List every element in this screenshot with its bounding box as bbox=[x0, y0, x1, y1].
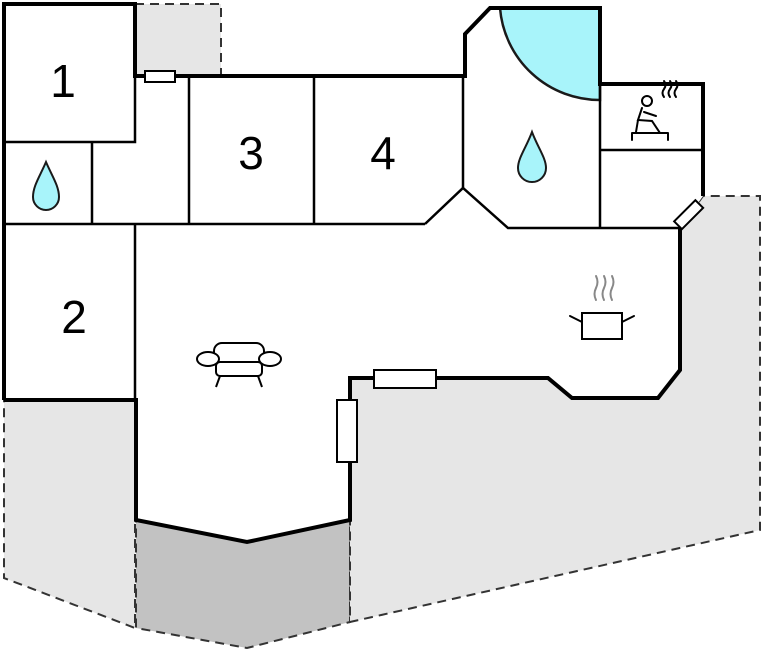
water-drop-icon bbox=[31, 159, 61, 211]
window-icon bbox=[672, 198, 705, 231]
room-label-2: 2 bbox=[61, 291, 87, 343]
room-label-4: 4 bbox=[370, 127, 396, 179]
sauna-water-area bbox=[498, 6, 602, 102]
interior-walls bbox=[4, 76, 703, 400]
exterior-walls bbox=[2, 2, 705, 545]
window-icon bbox=[373, 369, 437, 389]
terrace-bottom-left bbox=[3, 399, 136, 630]
outdoor-areas bbox=[3, 3, 761, 650]
window-icon bbox=[336, 399, 358, 463]
sauna-icon bbox=[631, 80, 679, 141]
sofa-icon bbox=[196, 342, 282, 388]
water-drop-icon bbox=[516, 129, 548, 183]
windows bbox=[144, 70, 705, 463]
cooking-pot-icon bbox=[569, 275, 635, 340]
window-icon bbox=[144, 70, 176, 83]
room-label-1: 1 bbox=[50, 55, 76, 107]
terrace-top bbox=[134, 3, 222, 77]
room-label-3: 3 bbox=[238, 127, 264, 179]
